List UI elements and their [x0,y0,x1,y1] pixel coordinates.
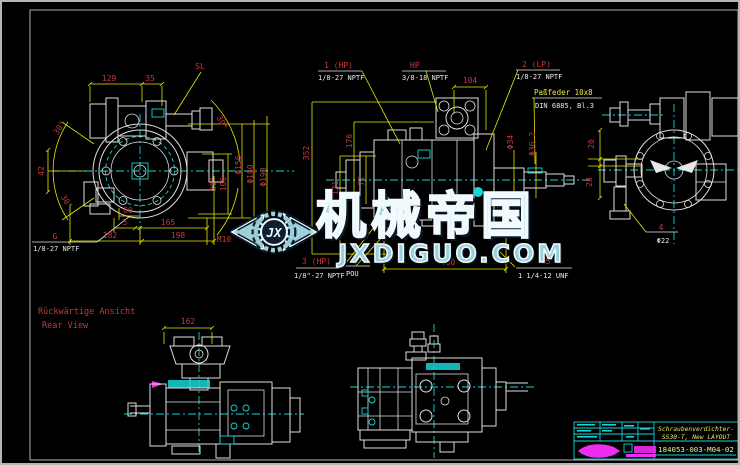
side-view-labels: 1 (HP) 1/8-27 NPTF HP 3/8-18 NPTF 104 2 … [294,60,594,280]
title-part-number: 184053-003-M04-02 [658,445,734,454]
dia-36-2: Φ36.2 [528,132,537,156]
dim-198: 198 [171,231,186,240]
key-label: Paßfeder 10x8 [534,88,593,97]
bottom-left-view-geometry [124,332,304,459]
dim-42: 42 [37,166,46,176]
note-german: Rückwärtige Ansicht [38,307,135,317]
dim-352: 352 [302,146,311,161]
dia-190: Φ190 [259,167,268,186]
dia-180: Φ180 [246,164,255,183]
front-view-labels: 129 35 SL 30° 30° 30° 42 20° 106 Φ156 Φ1… [33,62,268,253]
dim-72: 72 [357,176,366,186]
rear-view-geometry [598,91,738,244]
dim-129: 129 [102,74,117,83]
port-g-thread: 1/8-27 NPTF [33,245,79,253]
port2-thread: 1/8-27 NPTF [516,73,562,81]
note-english: Rear View [42,321,89,331]
port2-label: 2 (LP) [522,60,551,69]
dim-106: 106 [219,177,228,192]
dim-104: 104 [463,76,478,85]
port-g: G [53,232,58,241]
rear-view-note: Rückwärtige Ansicht Rear View [38,307,135,331]
dim-162: 162 [181,317,196,326]
dim-60: 60 [123,206,133,215]
side-view-geometry [326,97,590,229]
rear-view-labels: 20 28 4 Φ22 [585,139,669,245]
label-sl: SL [195,62,205,71]
label-m10: M10 [217,235,232,244]
angle-30-right: 30° [215,114,230,131]
port1-thread: 1/8-27 NPTF [318,74,364,82]
port3-label: 3 (HP) [302,257,331,266]
dim-182: 182 [103,231,118,240]
angle-20: 20° [209,177,218,191]
title-block-mini-table [577,424,650,438]
hp-label: HP [410,61,420,70]
port1-label: 1 (HP) [324,61,353,70]
label-pou: POU [346,270,359,278]
dim-28: 28 [585,177,594,187]
front-view-geometry [52,97,294,234]
side-view-dimensions [296,69,602,273]
dim-400: 400 [441,258,456,267]
port5-label: 5 [546,257,551,266]
front-view-dimensions [32,71,270,245]
drawing-frame [29,9,738,461]
title-desc-line1: Schraubenverdichter- [658,425,734,433]
angle-30-left-top: 30° [52,119,67,136]
dia-156: Φ156 [234,155,243,174]
hp-thread: 3/8-18 NPTF [402,74,448,82]
dim-121: 121 [331,181,340,196]
port3-thread: 1/8"-27 NPTF [294,272,345,280]
key-standard: DIN 6885, Bl.3 [535,102,594,110]
bottom-middle-view-geometry [350,324,536,458]
bottom-left-view-dimensions: 162 [161,317,215,344]
title-desc-line2: SS30-T, New LAYOUT [662,434,731,441]
dia-34: Φ34 [506,135,515,150]
port5-thread: 1 1/4-12 UNF [518,272,569,280]
title-block: Schraubenverdichter- SS30-T, New LAYOUT … [573,421,738,460]
dim-176: 176 [345,134,354,149]
label-4: 4 [659,223,664,232]
title-block-logo [578,444,620,458]
rear-view-dimensions [588,127,678,233]
dim-165: 165 [161,218,176,227]
dim-35: 35 [145,74,155,83]
dim-5: 5 [123,218,128,227]
dim-20: 20 [587,139,596,149]
dia-22: Φ22 [657,237,670,245]
